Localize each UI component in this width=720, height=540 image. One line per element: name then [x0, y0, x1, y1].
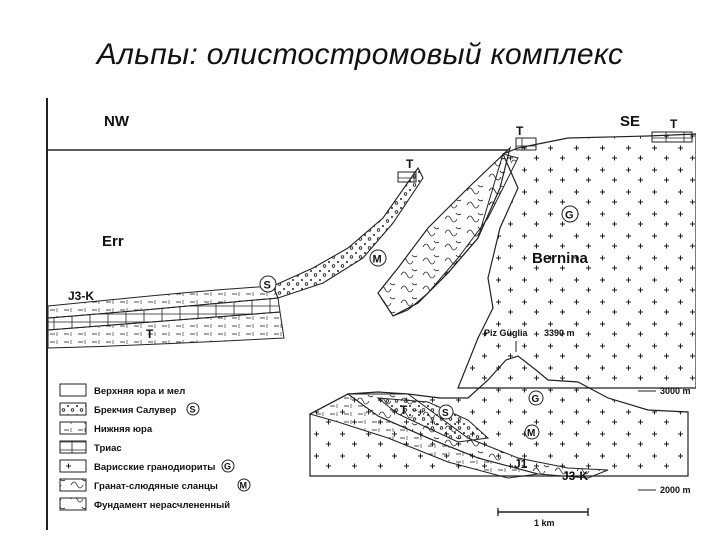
- symbol-m-lower-label: M: [527, 428, 535, 439]
- symbol-s-upper-label: S: [264, 280, 271, 292]
- geologic-section-svg: NW SE Err Bernina J3-K J1 T T T T S M G …: [34, 113, 697, 528]
- triassic-cap-right: [651, 131, 693, 143]
- legend-item-basement: Фундамент нерасчлененный: [59, 497, 230, 511]
- legend-text-2: Нижняя юра: [94, 424, 153, 435]
- label-j3k-upper: J3-K: [68, 289, 94, 303]
- label-t-top: T: [516, 124, 524, 138]
- label-j3k-lower: J3-K: [562, 469, 588, 483]
- geologic-figure: NW SE Err Bernina J3-K J1 T T T T S M G …: [34, 98, 697, 530]
- label-t-right: T: [670, 117, 678, 131]
- legend-item-triassic: Триас: [59, 440, 122, 454]
- legend-text-1: Брекчия Салувер: [94, 405, 177, 416]
- symbol-g-upper: [561, 205, 579, 223]
- legend-symbol-1: S: [190, 405, 196, 415]
- layer-j1: [47, 311, 285, 349]
- peak-label: Piz Güglia: [484, 328, 529, 338]
- legend-text-5: Гранат-слюдяные сланцы: [94, 481, 218, 492]
- symbol-s-lower: [438, 404, 454, 420]
- label-t-lower: T: [400, 403, 408, 417]
- legend-text-4: Варисские гранодиориты: [94, 462, 215, 473]
- scale-label: 1 km: [534, 518, 555, 528]
- scale-bar: [497, 508, 589, 516]
- triassic-cap-mid: [397, 171, 417, 183]
- peak-elevation: 3390 m: [544, 328, 575, 338]
- legend-text-6: Фундамент нерасчлененный: [94, 500, 230, 511]
- label-t-mid: T: [406, 157, 414, 171]
- label-t-base: T: [146, 327, 154, 341]
- symbol-m-upper: [369, 249, 387, 267]
- legend-item-garnet-mica-schist: Гранат-слюдяные сланцы M: [59, 478, 251, 492]
- granodiorite-body: [457, 133, 697, 389]
- triassic-cap-top: [515, 137, 537, 151]
- symbol-g-upper-label: G: [565, 210, 574, 222]
- label-bernina: Bernina: [532, 250, 589, 267]
- symbol-s-upper: [259, 275, 277, 293]
- legend: Верхняя юра и мел Брекчия Салувер S Нижн…: [59, 383, 251, 511]
- legend-text-3: Триас: [94, 443, 122, 454]
- legend-item-lower-jurassic: Нижняя юра: [59, 421, 153, 435]
- elev-3000: 3000 m: [660, 386, 691, 396]
- legend-symbol-5: M: [240, 481, 248, 491]
- legend-item-upper-jurassic: Верхняя юра и мел: [59, 383, 185, 397]
- lower-j-layers: [308, 393, 539, 479]
- direction-se: SE: [620, 113, 640, 130]
- lower-breccia: [376, 397, 490, 443]
- direction-nw: NW: [104, 113, 130, 130]
- schist-wedge-lower: [392, 153, 519, 317]
- slide-title: Альпы: олистостромовый комплекс: [96, 38, 624, 71]
- legend-symbol-4: G: [224, 462, 231, 472]
- symbol-s-lower-label: S: [442, 408, 449, 419]
- symbol-g-lower: [528, 390, 544, 406]
- symbol-g-lower-label: G: [532, 394, 540, 405]
- legend-item-saluver-breccia: Брекчия Салувер S: [59, 402, 200, 416]
- legend-text-0: Верхняя юра и мел: [94, 386, 185, 397]
- lower-cross-section: Piz Güglia 3390 m T J1 J3-K S M G 3000 m…: [308, 328, 691, 528]
- symbol-m-upper-label: M: [373, 254, 382, 266]
- legend-item-variscan-granodiorite: Варисские гранодиориты G: [59, 459, 235, 473]
- elev-2000: 2000 m: [660, 485, 691, 495]
- label-err: Err: [102, 233, 124, 250]
- symbol-m-lower: [524, 424, 540, 440]
- upper-cross-section: NW SE Err Bernina J3-K J1 T T T T S M G: [34, 113, 697, 389]
- label-j1-lower: J1: [514, 457, 528, 471]
